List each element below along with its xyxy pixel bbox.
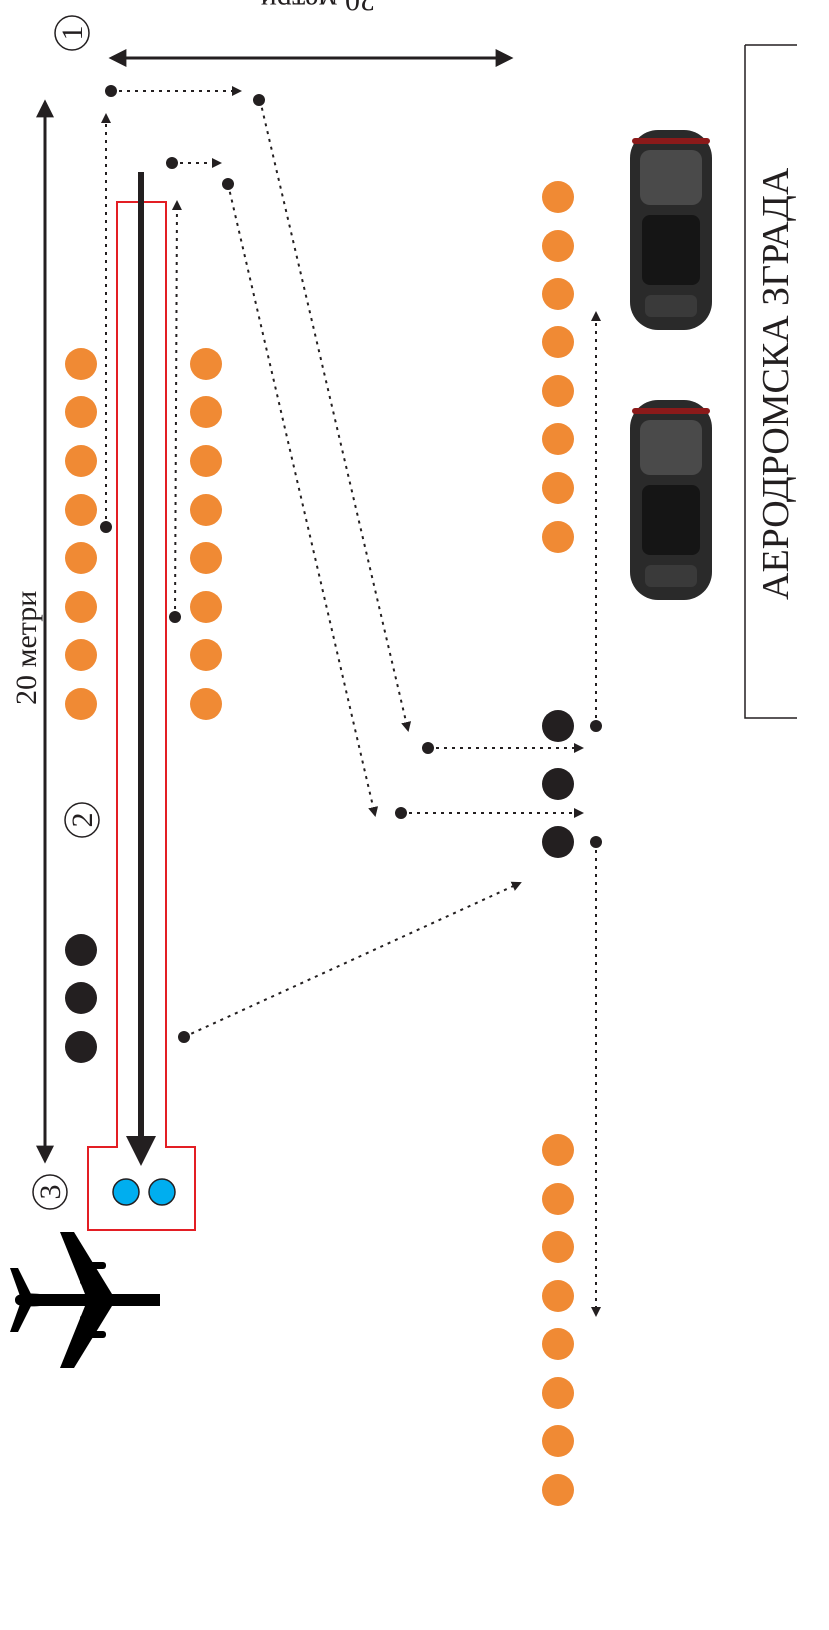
person-marker	[65, 982, 97, 1014]
marker-1-number: 1	[56, 26, 89, 41]
traffic-cone	[542, 1183, 574, 1215]
traffic-cone	[542, 230, 574, 262]
traffic-cone	[190, 591, 222, 623]
traffic-cone	[190, 348, 222, 380]
distance-indicator-vertical: 20 метри	[10, 99, 54, 1164]
traffic-cone	[65, 348, 97, 380]
guard-marker	[112, 1178, 140, 1206]
traffic-cone	[542, 1377, 574, 1409]
marker-1: 1	[54, 15, 90, 51]
person-marker	[542, 826, 574, 858]
person-marker	[542, 768, 574, 800]
traffic-cone	[542, 1328, 574, 1360]
distance-indicator-horizontal: 20 метри	[108, 0, 514, 67]
traffic-cone	[542, 1425, 574, 1457]
traffic-cone	[190, 445, 222, 477]
traffic-cone	[65, 591, 97, 623]
traffic-cone	[542, 375, 574, 407]
traffic-cone	[65, 542, 97, 574]
traffic-cone	[190, 688, 222, 720]
traffic-cone	[65, 688, 97, 720]
traffic-cone	[542, 1280, 574, 1312]
airplane-icon	[10, 1232, 160, 1368]
traffic-cone	[65, 445, 97, 477]
guard-marker	[148, 1178, 176, 1206]
marker-2: 2	[64, 802, 100, 838]
building-label: АЕРОДРОМСКА ЗГРАДА	[755, 167, 797, 600]
car-icon	[630, 400, 712, 600]
person-marker	[65, 1031, 97, 1063]
airport-building: АЕРОДРОМСКА ЗГРАДА	[744, 44, 797, 719]
car-icon	[630, 130, 712, 330]
traffic-cone	[542, 1134, 574, 1166]
secured-corridor-outline	[87, 201, 196, 1231]
traffic-cone	[190, 639, 222, 671]
traffic-cone	[542, 423, 574, 455]
traffic-cone	[65, 396, 97, 428]
marker-3-number: 3	[34, 1185, 67, 1200]
distance-label-horizontal: 20 метри	[261, 0, 375, 17]
traffic-cone	[542, 521, 574, 553]
traffic-cone	[542, 1474, 574, 1506]
traffic-cone	[190, 542, 222, 574]
person-marker	[542, 710, 574, 742]
people	[65, 710, 574, 1063]
movement-paths	[101, 86, 601, 1317]
traffic-cones	[65, 181, 574, 1506]
path-start-points	[100, 85, 602, 1043]
traffic-cone	[542, 278, 574, 310]
traffic-cone	[190, 494, 222, 526]
traffic-cone	[65, 639, 97, 671]
marker-3: 3	[32, 1174, 68, 1210]
traffic-cone	[65, 494, 97, 526]
distance-label-vertical: 20 метри	[10, 591, 43, 705]
traffic-cone	[542, 1231, 574, 1263]
traffic-cone	[542, 326, 574, 358]
person-marker	[65, 934, 97, 966]
traffic-cone	[542, 181, 574, 213]
traffic-cone	[542, 472, 574, 504]
traffic-cone	[190, 396, 222, 428]
marker-2-number: 2	[66, 813, 99, 828]
